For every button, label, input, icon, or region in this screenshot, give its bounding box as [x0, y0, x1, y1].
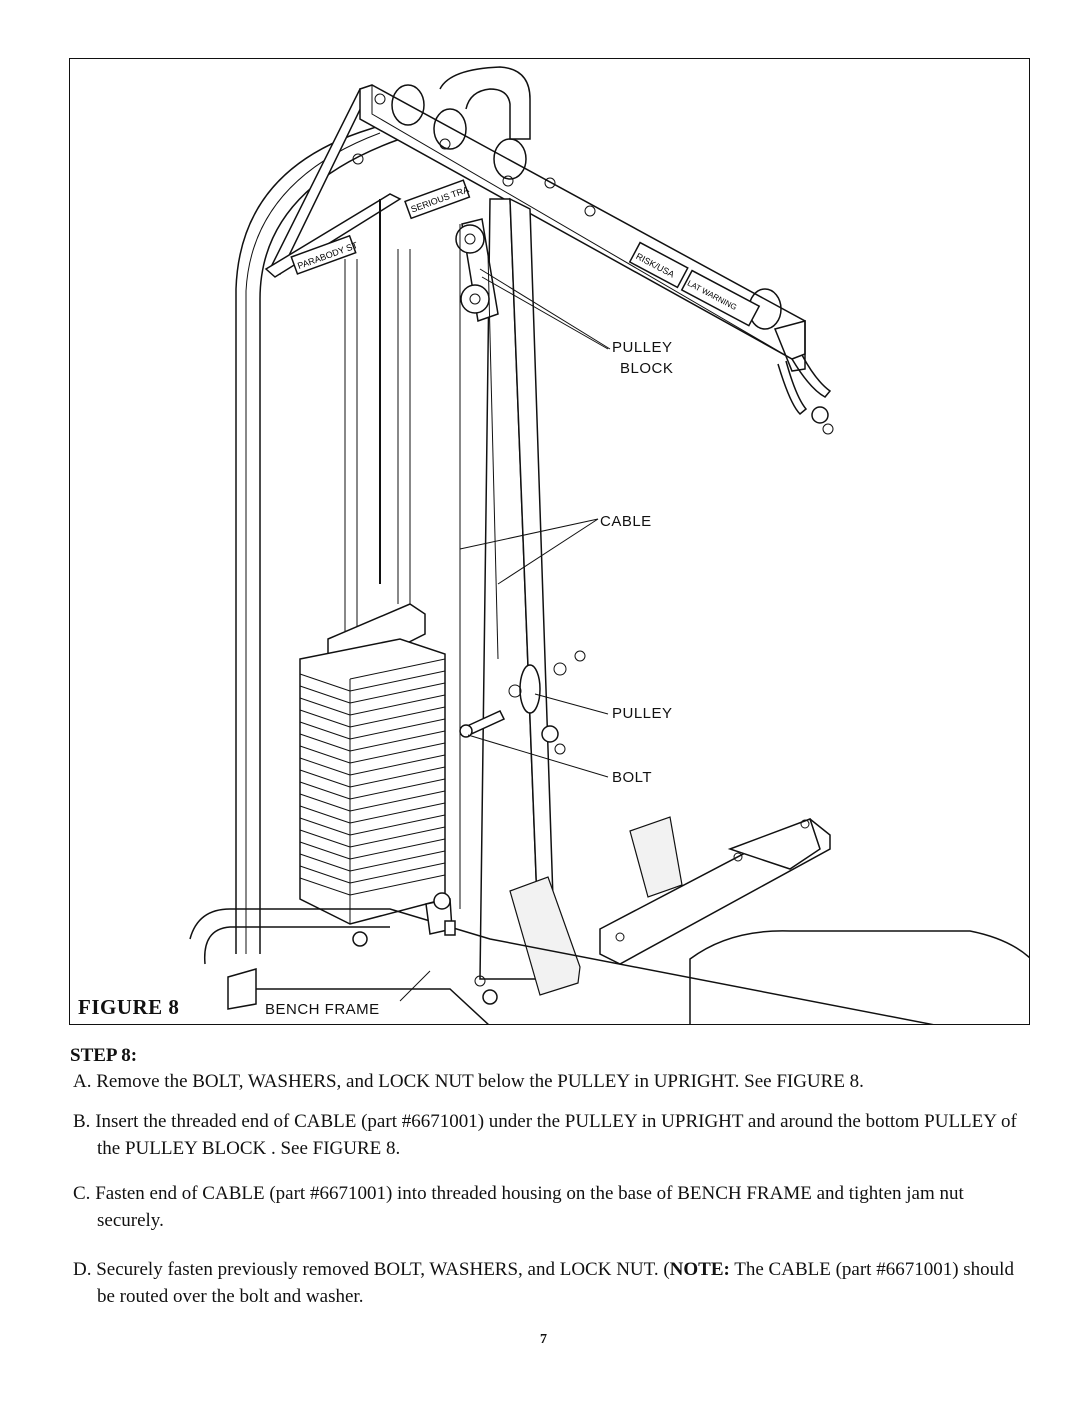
pulley-block-label: PULLEY BLOCK — [612, 339, 674, 377]
foot-pad-right — [629, 816, 683, 898]
step-item-b: B. Insert the threaded end of CABLE (par… — [73, 1111, 1017, 1159]
page-number: 7 — [540, 1332, 547, 1347]
weight-stack — [299, 638, 446, 925]
figure-8: RISK/USA LAT WARNING PARABODY ST SERIOUS… — [69, 58, 1030, 1025]
step-heading: STEP 8: — [70, 1045, 138, 1066]
lat-handle-right — [791, 354, 832, 398]
bench-seat — [689, 930, 1029, 1024]
bolt-label: BOLT — [612, 769, 653, 786]
pulley-label: PULLEY — [612, 705, 673, 722]
figure-title: FIGURE 8 — [78, 995, 180, 1019]
foot-pad-left — [509, 876, 581, 996]
step-item-c: C. Fasten end of CABLE (part #6671001) i… — [73, 1183, 964, 1231]
bench-frame-rail — [189, 908, 934, 1024]
note-label: NOTE: — [669, 1259, 730, 1280]
callout-leader-lines — [399, 276, 609, 1002]
cable-label: CABLE — [600, 513, 652, 530]
guide-rods — [344, 199, 411, 634]
cable-lines — [459, 224, 611, 909]
exercise-machine-illustration: RISK/USA LAT WARNING PARABODY ST SERIOUS… — [189, 66, 1029, 1024]
lat-handle-left — [777, 360, 808, 416]
upright-pulley — [519, 664, 541, 714]
bar-end-bracket — [773, 320, 806, 372]
step-item-a: A. Remove the BOLT, WASHERS, and LOCK NU… — [73, 1071, 864, 1092]
step-item-d: D. Securely fasten previously removed BO… — [73, 1259, 1014, 1307]
bench-frame-label: BENCH FRAME — [265, 1001, 380, 1018]
top-cap — [439, 66, 531, 140]
